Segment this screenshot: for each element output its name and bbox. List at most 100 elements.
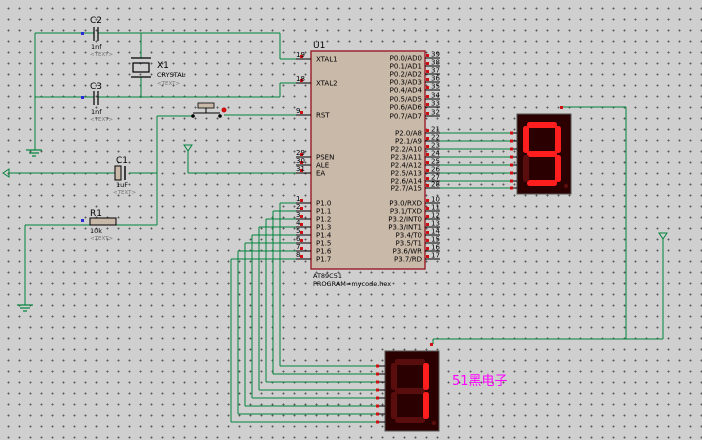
capacitor-c2[interactable]: C2 1nf <TEXT>: [81, 16, 113, 58]
pin-number: 37: [431, 67, 440, 75]
pin-number: 27: [431, 174, 440, 182]
mcu-pin-p1-5: 6P1.5: [296, 235, 331, 248]
segment-f: [523, 126, 529, 153]
display-pin: [376, 388, 385, 392]
pin-number: 8: [296, 251, 300, 259]
pin-number: 26: [431, 166, 440, 174]
pin-number: 3: [296, 211, 300, 219]
pin-number: 1: [296, 195, 300, 203]
reset-button[interactable]: [191, 102, 227, 118]
display-pin: [376, 364, 385, 368]
segment-dp: [431, 420, 437, 426]
pin-number: 11: [431, 204, 440, 212]
mcu-pin-p1-6: 7P1.6: [296, 243, 332, 256]
mcu-pin-p1-2: 3P1.2: [296, 211, 331, 224]
r1-value: 10k: [90, 227, 102, 235]
resistor-r1[interactable]: R1 10k <TEXT>: [81, 209, 117, 242]
pin-number: 16: [431, 244, 440, 252]
pin-number: 5: [296, 227, 300, 235]
display-pin: [376, 412, 385, 416]
display-pin: [510, 139, 517, 143]
display-pin: [510, 147, 517, 151]
mcu-ref: U1: [313, 41, 325, 51]
mcu-part: AT89C51: [313, 272, 342, 280]
segment-a: [527, 122, 557, 128]
pin-number: 36: [431, 75, 440, 83]
pin-name: PSEN: [316, 154, 334, 162]
pin-number: 25: [431, 158, 440, 166]
ground-symbol-bottom: [17, 304, 33, 312]
segment-f: [391, 363, 397, 390]
c1-text: <TEXT>: [113, 190, 136, 196]
c1-value: 1uF: [116, 181, 128, 189]
display-pin: [376, 372, 385, 376]
segment-g: [395, 388, 425, 394]
seven-segment-display-top: [510, 106, 572, 195]
mcu-pin-p1-7: 8P1.7: [296, 251, 331, 264]
segment-dp: [563, 183, 569, 189]
mcu-program: PROGRAM=mycode.hex: [313, 280, 391, 288]
crystal-x1[interactable]: X1 CRYSTAL <TEXT>: [131, 57, 186, 87]
pin-name: XTAL1: [316, 56, 338, 64]
c3-value: 1nf: [91, 108, 102, 116]
capacitor-c3[interactable]: C3 1nf <TEXT>: [81, 82, 113, 123]
pin-name: P0.7/AD7: [390, 113, 422, 121]
pin-name: P0.4/AD4: [390, 87, 423, 95]
c2-ref: C2: [90, 16, 102, 26]
pin-number: 6: [296, 235, 301, 243]
pin-number: 7: [296, 243, 300, 251]
pin-name: P3.4/T0: [396, 232, 422, 240]
mcu-left-pins: 19XTAL118XTAL29RST29PSEN30ALE31EA1P1.02P…: [296, 51, 338, 264]
pin-name: P3.6/WR: [393, 248, 423, 256]
pin-name: P2.2/A10: [391, 146, 422, 154]
pin-name: P2.4/A12: [391, 162, 422, 170]
pin-name: XTAL2: [316, 80, 338, 88]
mcu-pin-p1-0: 1P1.0: [296, 195, 331, 208]
segment-e: [391, 392, 397, 419]
pin-number: 18: [296, 75, 305, 83]
pin-number: 22: [431, 134, 440, 142]
pin-name: P2.5/A13: [391, 170, 422, 178]
display-pin: [510, 179, 517, 183]
pin-name: P1.6: [316, 248, 332, 256]
segment-e: [523, 155, 529, 182]
segment-c: [555, 155, 561, 182]
segment-b: [423, 363, 429, 390]
pin-name: P3.5/T1: [396, 240, 422, 248]
pin-number: 38: [431, 59, 440, 67]
pin-name: P0.1/AD1: [390, 63, 422, 71]
pin-name: P2.0/A8: [395, 130, 422, 138]
pin-number: 12: [431, 212, 440, 220]
x1-text: <TEXT>: [157, 81, 180, 87]
pin-number: 33: [431, 100, 440, 108]
display-pin: [510, 155, 517, 159]
segment-d: [395, 417, 425, 423]
mcu-u1[interactable]: U1 AT89C51 PROGRAM=mycode.hex 19XTAL118X…: [296, 41, 440, 288]
power-terminal-left: [2, 168, 10, 178]
mcu-pin-p1-4: 5P1.4: [296, 227, 332, 240]
pin-number: 35: [431, 83, 440, 91]
capacitor-c1[interactable]: C1 1uF <TEXT>: [113, 156, 136, 196]
pin-number: 19: [296, 51, 305, 59]
pin-name: P1.5: [316, 240, 331, 248]
display-pin: [376, 404, 385, 408]
pin-name: P1.4: [316, 232, 332, 240]
